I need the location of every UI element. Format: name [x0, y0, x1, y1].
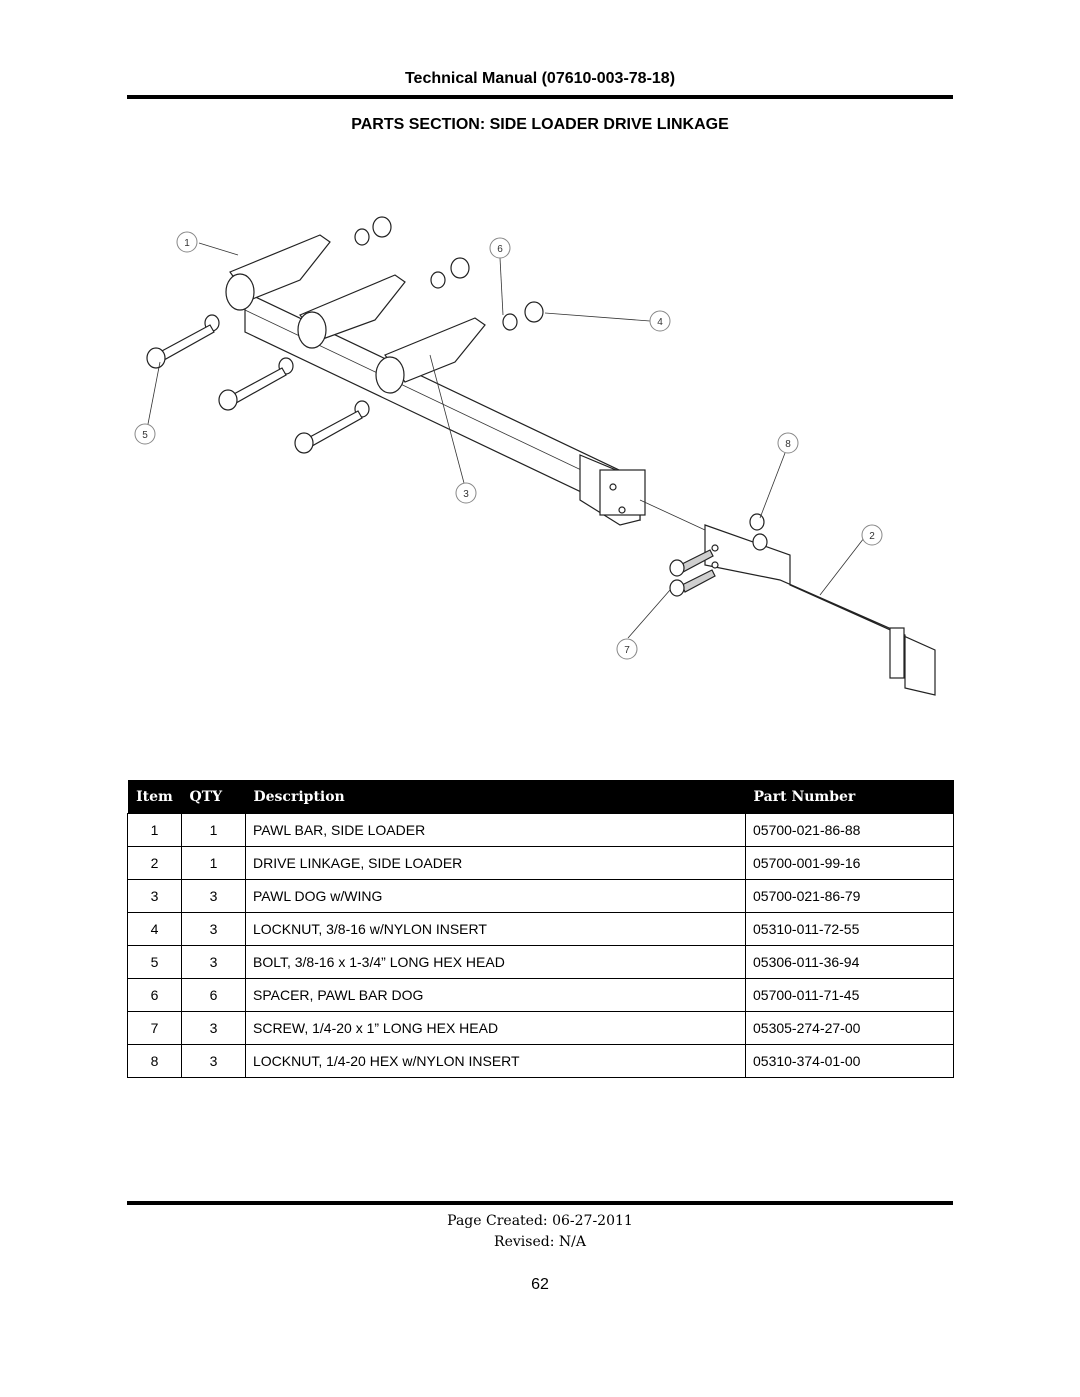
cell-qty: 1: [181, 813, 246, 847]
svg-text:6: 6: [497, 244, 503, 255]
svg-text:1: 1: [184, 238, 190, 249]
cell-description: LOCKNUT, 1/4-20 HEX w/NYLON INSERT: [245, 1044, 746, 1078]
callout-4: 4: [649, 310, 671, 332]
table-row: 7 3 SCREW, 1/4-20 x 1” LONG HEX HEAD 053…: [127, 1011, 954, 1045]
cell-qty: 1: [181, 846, 246, 880]
screw-locknut-drawing: [669, 513, 768, 597]
table-row: 4 3 LOCKNUT, 3/8-16 w/NYLON INSERT 05310…: [127, 912, 954, 946]
cell-qty: 3: [181, 912, 246, 946]
header-rule: [127, 95, 953, 99]
cell-part-number: 05700-011-71-45: [745, 978, 954, 1012]
table-row: 2 1 DRIVE LINKAGE, SIDE LOADER 05700-001…: [127, 846, 954, 880]
svg-text:7: 7: [624, 645, 630, 656]
parts-table-header: Item QTY Description Part Number: [127, 780, 954, 814]
cell-part-number: 05700-021-86-79: [745, 879, 954, 913]
section-title: PARTS SECTION: SIDE LOADER DRIVE LINKAGE: [351, 116, 729, 133]
header-item: Item: [127, 780, 182, 814]
table-row: 1 1 PAWL BAR, SIDE LOADER 05700-021-86-8…: [127, 813, 954, 847]
cell-qty: 3: [181, 945, 246, 979]
table-row: 8 3 LOCKNUT, 1/4-20 HEX w/NYLON INSERT 0…: [127, 1044, 954, 1078]
cell-description: PAWL BAR, SIDE LOADER: [245, 813, 746, 847]
cell-description: LOCKNUT, 3/8-16 w/NYLON INSERT: [245, 912, 746, 946]
cell-qty: 6: [181, 978, 246, 1012]
header-qty: QTY: [181, 780, 246, 814]
drive-linkage-drawing: [639, 499, 936, 696]
svg-text:5: 5: [142, 430, 148, 441]
bolt-drawing: [146, 324, 363, 454]
parts-table: Item QTY Description Part Number 1 1 PAW…: [127, 780, 954, 1078]
page-number: 62: [531, 1276, 549, 1293]
pawl-dog-drawing: [225, 234, 486, 394]
footer-rule: [127, 1201, 953, 1205]
cell-part-number: 05700-001-99-16: [745, 846, 954, 880]
cell-description: SCREW, 1/4-20 x 1” LONG HEX HEAD: [245, 1011, 746, 1045]
svg-text:2: 2: [869, 531, 875, 542]
cell-qty: 3: [181, 879, 246, 913]
callout-8: 8: [777, 432, 799, 454]
spacer-nut-drawing: [204, 216, 544, 418]
cell-part-number: 05305-274-27-00: [745, 1011, 954, 1045]
cell-description: SPACER, PAWL BAR DOG: [245, 978, 746, 1012]
callout-3: 3: [455, 482, 477, 504]
callout-2: 2: [861, 524, 883, 546]
exploded-parts-diagram: 1 2 3 4 5 6 7 8: [134, 216, 936, 696]
page-created-date: Page Created: 06-27-2011: [447, 1213, 633, 1229]
cell-description: BOLT, 3/8-16 x 1-3/4” LONG HEX HEAD: [245, 945, 746, 979]
cell-item: 7: [127, 1011, 182, 1045]
header-description: Description: [245, 780, 746, 814]
cell-qty: 3: [181, 1011, 246, 1045]
page-revised-date: Revised: N/A: [494, 1234, 586, 1250]
pawl-bar-drawing: [244, 291, 646, 526]
callout-leaders: [147, 242, 865, 639]
callout-6: 6: [489, 237, 511, 259]
svg-text:3: 3: [463, 489, 469, 500]
table-row: 6 6 SPACER, PAWL BAR DOG 05700-011-71-45: [127, 978, 954, 1012]
cell-item: 8: [127, 1044, 182, 1078]
cell-part-number: 05700-021-86-88: [745, 813, 954, 847]
cell-item: 4: [127, 912, 182, 946]
cell-item: 2: [127, 846, 182, 880]
document-header-title: Technical Manual (07610-003-78-18): [404, 70, 676, 87]
callout-7: 7: [616, 638, 638, 660]
svg-text:8: 8: [785, 439, 791, 450]
table-row: 3 3 PAWL DOG w/WING 05700-021-86-79: [127, 879, 954, 913]
cell-qty: 3: [181, 1044, 246, 1078]
cell-item: 1: [127, 813, 182, 847]
cell-part-number: 05306-011-36-94: [745, 945, 954, 979]
header-part-number: Part Number: [745, 780, 954, 814]
cell-description: DRIVE LINKAGE, SIDE LOADER: [245, 846, 746, 880]
cell-part-number: 05310-011-72-55: [745, 912, 954, 946]
callout-1: 1: [176, 231, 198, 253]
cell-item: 6: [127, 978, 182, 1012]
svg-text:4: 4: [657, 317, 663, 328]
cell-item: 3: [127, 879, 182, 913]
table-row: 5 3 BOLT, 3/8-16 x 1-3/4” LONG HEX HEAD …: [127, 945, 954, 979]
cell-description: PAWL DOG w/WING: [245, 879, 746, 913]
cell-item: 5: [127, 945, 182, 979]
callout-5: 5: [134, 423, 156, 445]
cell-part-number: 05310-374-01-00: [745, 1044, 954, 1078]
